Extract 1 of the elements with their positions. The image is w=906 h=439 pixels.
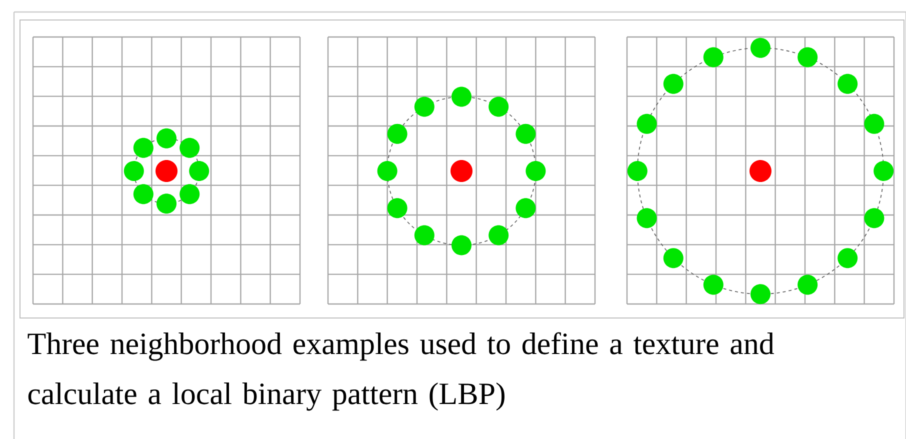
caption: Three neighborhood examples used to define a texture and calculate a local binary pattern (LBP) — [28, 332, 774, 411]
